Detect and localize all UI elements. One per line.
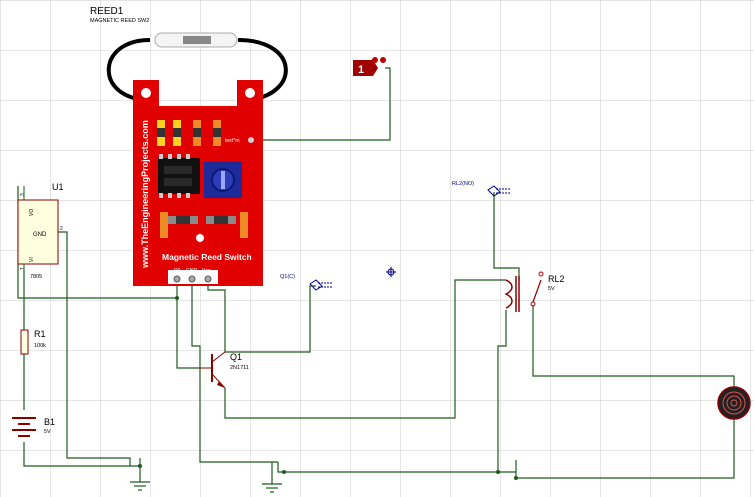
speaker-buzzer[interactable] [717,386,751,420]
regulator-gnd-label: GND [33,232,47,238]
transistor-ref: Q1 [230,352,242,362]
reed-switch-module[interactable]: www.TheEngineeringProjects.com Magnetic … [133,80,263,286]
resistor-ref: R1 [34,329,46,339]
regulator-pin-1: 1 [20,267,26,270]
regulator-vo-label: VO [29,209,35,216]
reed-lead-left [106,38,151,102]
pin-label-vcc: Vcc [202,268,211,274]
resistor-r1[interactable]: R1 100k [20,329,46,355]
relay-contact-arm [532,279,542,303]
reed-lead-right [237,38,288,102]
pin-label-gnd: GND [186,268,198,274]
terminal-rl2no-label: RL2(NO) [452,181,474,187]
pin-vcc[interactable] [204,275,212,283]
probe-indicator-dot [380,57,386,63]
reed-contact [183,36,211,44]
comparator-ic [158,154,200,198]
mounting-hole-right [245,88,255,98]
terminal-q1c[interactable]: Q1(C) [280,274,332,291]
test-pin-label: test^m [225,138,240,144]
terminal-q1c-label: Q1(C) [280,274,295,280]
junction-dots [138,296,518,480]
module-title: Magnetic Reed Switch [162,252,252,262]
regulator-ref: U1 [52,182,64,192]
module-site-text: www.TheEngineeringProjects.com [140,120,150,269]
transistor-q1[interactable]: Q1 2N1711 [200,351,249,389]
battery-ref: B1 [44,417,55,427]
reed-part: MAGNETIC REED SW2 [90,18,149,24]
logic-probe[interactable]: 1 [353,57,386,76]
relay-ref: RL2 [548,274,565,284]
pin-gnd[interactable] [188,275,196,283]
pin-label-d0: D0 [174,268,181,274]
relay-value: 5V [548,286,555,292]
terminal-rl2no[interactable]: RL2(NO) [452,181,510,197]
junction-marker [386,267,396,277]
sensitivity-potentiometer [204,162,242,198]
relay-coil [504,279,513,309]
smd-resistors [157,120,248,238]
transistor-part: 2N1711 [230,365,249,371]
mounting-hole-left [141,88,151,98]
probe-indicator-dot [372,57,378,63]
regulator-vi-label: VI [29,257,35,262]
regulator-pin-3: 3 [20,193,26,196]
smd-capacitors [168,216,236,224]
pin-d0[interactable] [173,275,181,283]
ground-symbol-2 [262,483,282,493]
battery-b1[interactable]: B1 5V [12,417,55,437]
logic-probe-value: 1 [358,64,364,76]
test-pin-dot[interactable] [248,137,254,143]
regulator-part: 7805 [30,274,42,280]
regulator-pin-2: 2 [60,226,63,232]
relay-rl2[interactable]: RL2 5V [504,271,565,312]
reed-ref: REED1 [90,6,124,17]
regulator-u1[interactable]: U1 7805 GND VO VI 3 1 2 [17,182,67,280]
battery-value: 5V [44,429,51,435]
ground-symbol-1 [130,481,150,491]
mounting-hole-center [196,234,204,242]
resistor-value: 100k [34,343,46,349]
